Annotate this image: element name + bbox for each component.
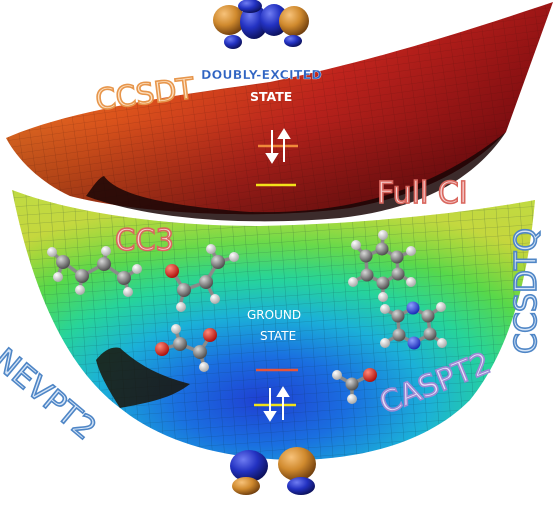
excited-energy-levels (256, 128, 298, 187)
ground-energy-levels (254, 368, 298, 422)
ground-orbital (230, 447, 316, 495)
excited-state-label-line2: STATE (250, 89, 293, 104)
method-label-full-ci: Full CI (376, 176, 468, 211)
excited-state-surface (6, 2, 553, 222)
method-label-cc3: CC3 (114, 223, 175, 257)
ground-state-label-line1: GROUND (247, 308, 302, 322)
method-label-ccsdtq: CCSDTQ (508, 227, 545, 355)
glyoxal-molecule (155, 324, 217, 372)
ground-state-label-line2: STATE (260, 329, 297, 343)
butadiene-molecule (47, 246, 142, 297)
benzene-molecule (348, 230, 416, 302)
electron-pair-arrows (263, 386, 290, 422)
excited-orbital (213, 0, 309, 49)
ground-state-surface (12, 190, 535, 460)
electron-pair-arrows (265, 128, 291, 164)
pyrazine-molecule (380, 301, 447, 350)
acrolein-molecule (165, 244, 239, 312)
formaldehyde-molecule (332, 368, 377, 404)
excited-state-label-line1: DOUBLY-EXCITED (201, 67, 322, 82)
